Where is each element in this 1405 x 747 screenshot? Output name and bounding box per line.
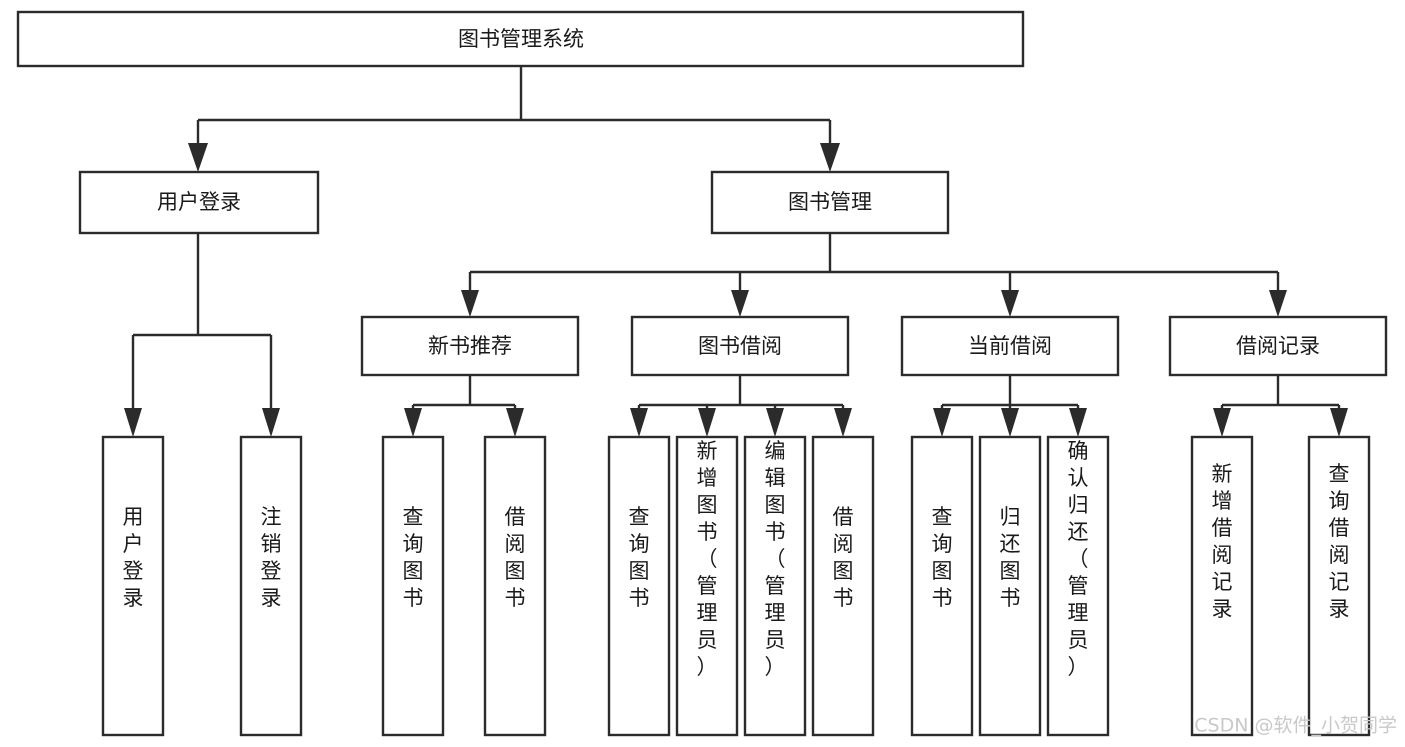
node-leaf-query-book-1-label: 查询图书 [403, 505, 424, 610]
node-book-borrow[interactable]: 图书借阅 [630, 315, 850, 377]
node-book-manage-label: 图书管理 [788, 190, 872, 214]
node-leaf-query-book-3-box[interactable] [910, 435, 974, 737]
csdn-watermark: CSDN @软件_小贺同学 [1194, 715, 1397, 737]
node-current-borrow-box[interactable] [900, 315, 1120, 377]
node-leaf-borrow-book-1-box[interactable] [483, 435, 547, 737]
node-leaf-query-book-3-label: 查询图书 [932, 505, 953, 610]
node-leaf-confirm-return-box[interactable] [1046, 435, 1110, 737]
arrow-head-borrow-record [1269, 290, 1287, 317]
node-leaf-add-record-box[interactable] [1190, 435, 1254, 737]
node-current-borrow-label: 当前借阅 [968, 334, 1052, 358]
arrow-head-leaf-confirm-return [1069, 408, 1087, 437]
node-leaf-edit-book[interactable]: 编辑图书（管理员） [743, 435, 807, 737]
node-leaf-return-book-label: 归还图书 [1000, 505, 1021, 610]
arrow-head-book-borrow [731, 290, 749, 317]
connector-layer [124, 66, 1348, 437]
arrow-head-leaf-add-record [1213, 408, 1231, 437]
arrow-head-leaf-edit-book [766, 408, 784, 437]
node-book-manage-box[interactable] [710, 170, 950, 235]
node-book-manage[interactable]: 图书管理 [710, 170, 950, 235]
node-borrow-record-box[interactable] [1168, 315, 1388, 377]
arrow-head-leaf-add-book [698, 408, 716, 437]
node-leaf-add-record[interactable]: 新增借阅记录 [1190, 435, 1254, 737]
node-leaf-query-book-2-label: 查询图书 [629, 505, 650, 610]
node-leaf-logout-login-label: 注销登录 [261, 505, 282, 610]
arrow-head-book-manage [820, 143, 840, 172]
node-root[interactable]: 图书管理系统 [16, 10, 1025, 68]
node-leaf-confirm-return[interactable]: 确认归还（管理员） [1046, 435, 1110, 737]
node-new-book-recommend[interactable]: 新书推荐 [360, 315, 580, 377]
node-leaf-query-book-3[interactable]: 查询图书 [910, 435, 974, 737]
node-leaf-add-record-label: 新增借阅记录 [1212, 462, 1233, 621]
node-leaf-query-book-2[interactable]: 查询图书 [607, 435, 671, 737]
node-leaf-query-book-2-box[interactable] [607, 435, 671, 737]
node-root-label: 图书管理系统 [458, 27, 584, 51]
arrow-head-leaf-query-book-1 [404, 408, 422, 437]
node-leaf-query-record-box[interactable] [1307, 435, 1371, 737]
node-root-box[interactable] [16, 10, 1025, 68]
arrow-head-current-borrow [1001, 290, 1019, 317]
node-leaf-logout-login-box[interactable] [239, 435, 303, 737]
node-user-login[interactable]: 用户登录 [78, 170, 320, 235]
node-leaf-return-book[interactable]: 归还图书 [978, 435, 1042, 737]
arrow-head-new-book-recommend [461, 290, 479, 317]
node-leaf-return-book-box[interactable] [978, 435, 1042, 737]
arrow-head-leaf-query-record [1330, 408, 1348, 437]
node-leaf-user-login-box[interactable] [101, 435, 165, 737]
node-leaf-confirm-return-label: 确认归还（管理员） [1068, 439, 1089, 679]
node-user-login-box[interactable] [78, 170, 320, 235]
node-user-login-label: 用户登录 [157, 190, 241, 214]
node-leaf-edit-book-box[interactable] [743, 435, 807, 737]
node-new-book-recommend-box[interactable] [360, 315, 580, 377]
arrow-head-leaf-user-login [124, 408, 142, 437]
arrow-head-leaf-return-book [1001, 408, 1019, 437]
node-new-book-recommend-label: 新书推荐 [428, 334, 512, 358]
node-book-borrow-label: 图书借阅 [698, 334, 782, 358]
node-leaf-query-record[interactable]: 查询借阅记录 [1307, 435, 1371, 737]
node-leaf-borrow-book-1-label: 借阅图书 [505, 505, 526, 610]
node-leaf-borrow-book-2-label: 借阅图书 [833, 505, 854, 610]
node-leaf-query-book-1-box[interactable] [381, 435, 445, 737]
arrow-head-user-login [188, 143, 208, 172]
node-leaf-query-record-label: 查询借阅记录 [1329, 462, 1350, 621]
arrow-head-leaf-query-book-3 [933, 408, 951, 437]
node-leaf-user-login-label: 用户登录 [123, 505, 144, 610]
node-leaf-borrow-book-2[interactable]: 借阅图书 [811, 435, 875, 737]
node-borrow-record-label: 借阅记录 [1236, 334, 1320, 358]
arrow-head-leaf-borrow-book-1 [506, 408, 524, 437]
node-current-borrow[interactable]: 当前借阅 [900, 315, 1120, 377]
node-leaf-query-book-1[interactable]: 查询图书 [381, 435, 445, 737]
node-leaf-user-login[interactable]: 用户登录 [101, 435, 165, 737]
node-leaf-add-book-box[interactable] [675, 435, 739, 737]
node-leaf-add-book-label: 新增图书（管理员） [697, 439, 718, 679]
node-leaf-add-book[interactable]: 新增图书（管理员） [675, 435, 739, 737]
arrow-head-leaf-query-book-2 [630, 408, 648, 437]
node-leaf-logout-login[interactable]: 注销登录 [239, 435, 303, 737]
node-borrow-record[interactable]: 借阅记录 [1168, 315, 1388, 377]
arrow-head-leaf-borrow-book-2 [834, 408, 852, 437]
node-leaf-edit-book-label: 编辑图书（管理员） [765, 439, 786, 679]
node-leaf-borrow-book-2-box[interactable] [811, 435, 875, 737]
node-leaf-borrow-book-1[interactable]: 借阅图书 [483, 435, 547, 737]
node-book-borrow-box[interactable] [630, 315, 850, 377]
arrow-head-leaf-logout-login [262, 408, 280, 437]
